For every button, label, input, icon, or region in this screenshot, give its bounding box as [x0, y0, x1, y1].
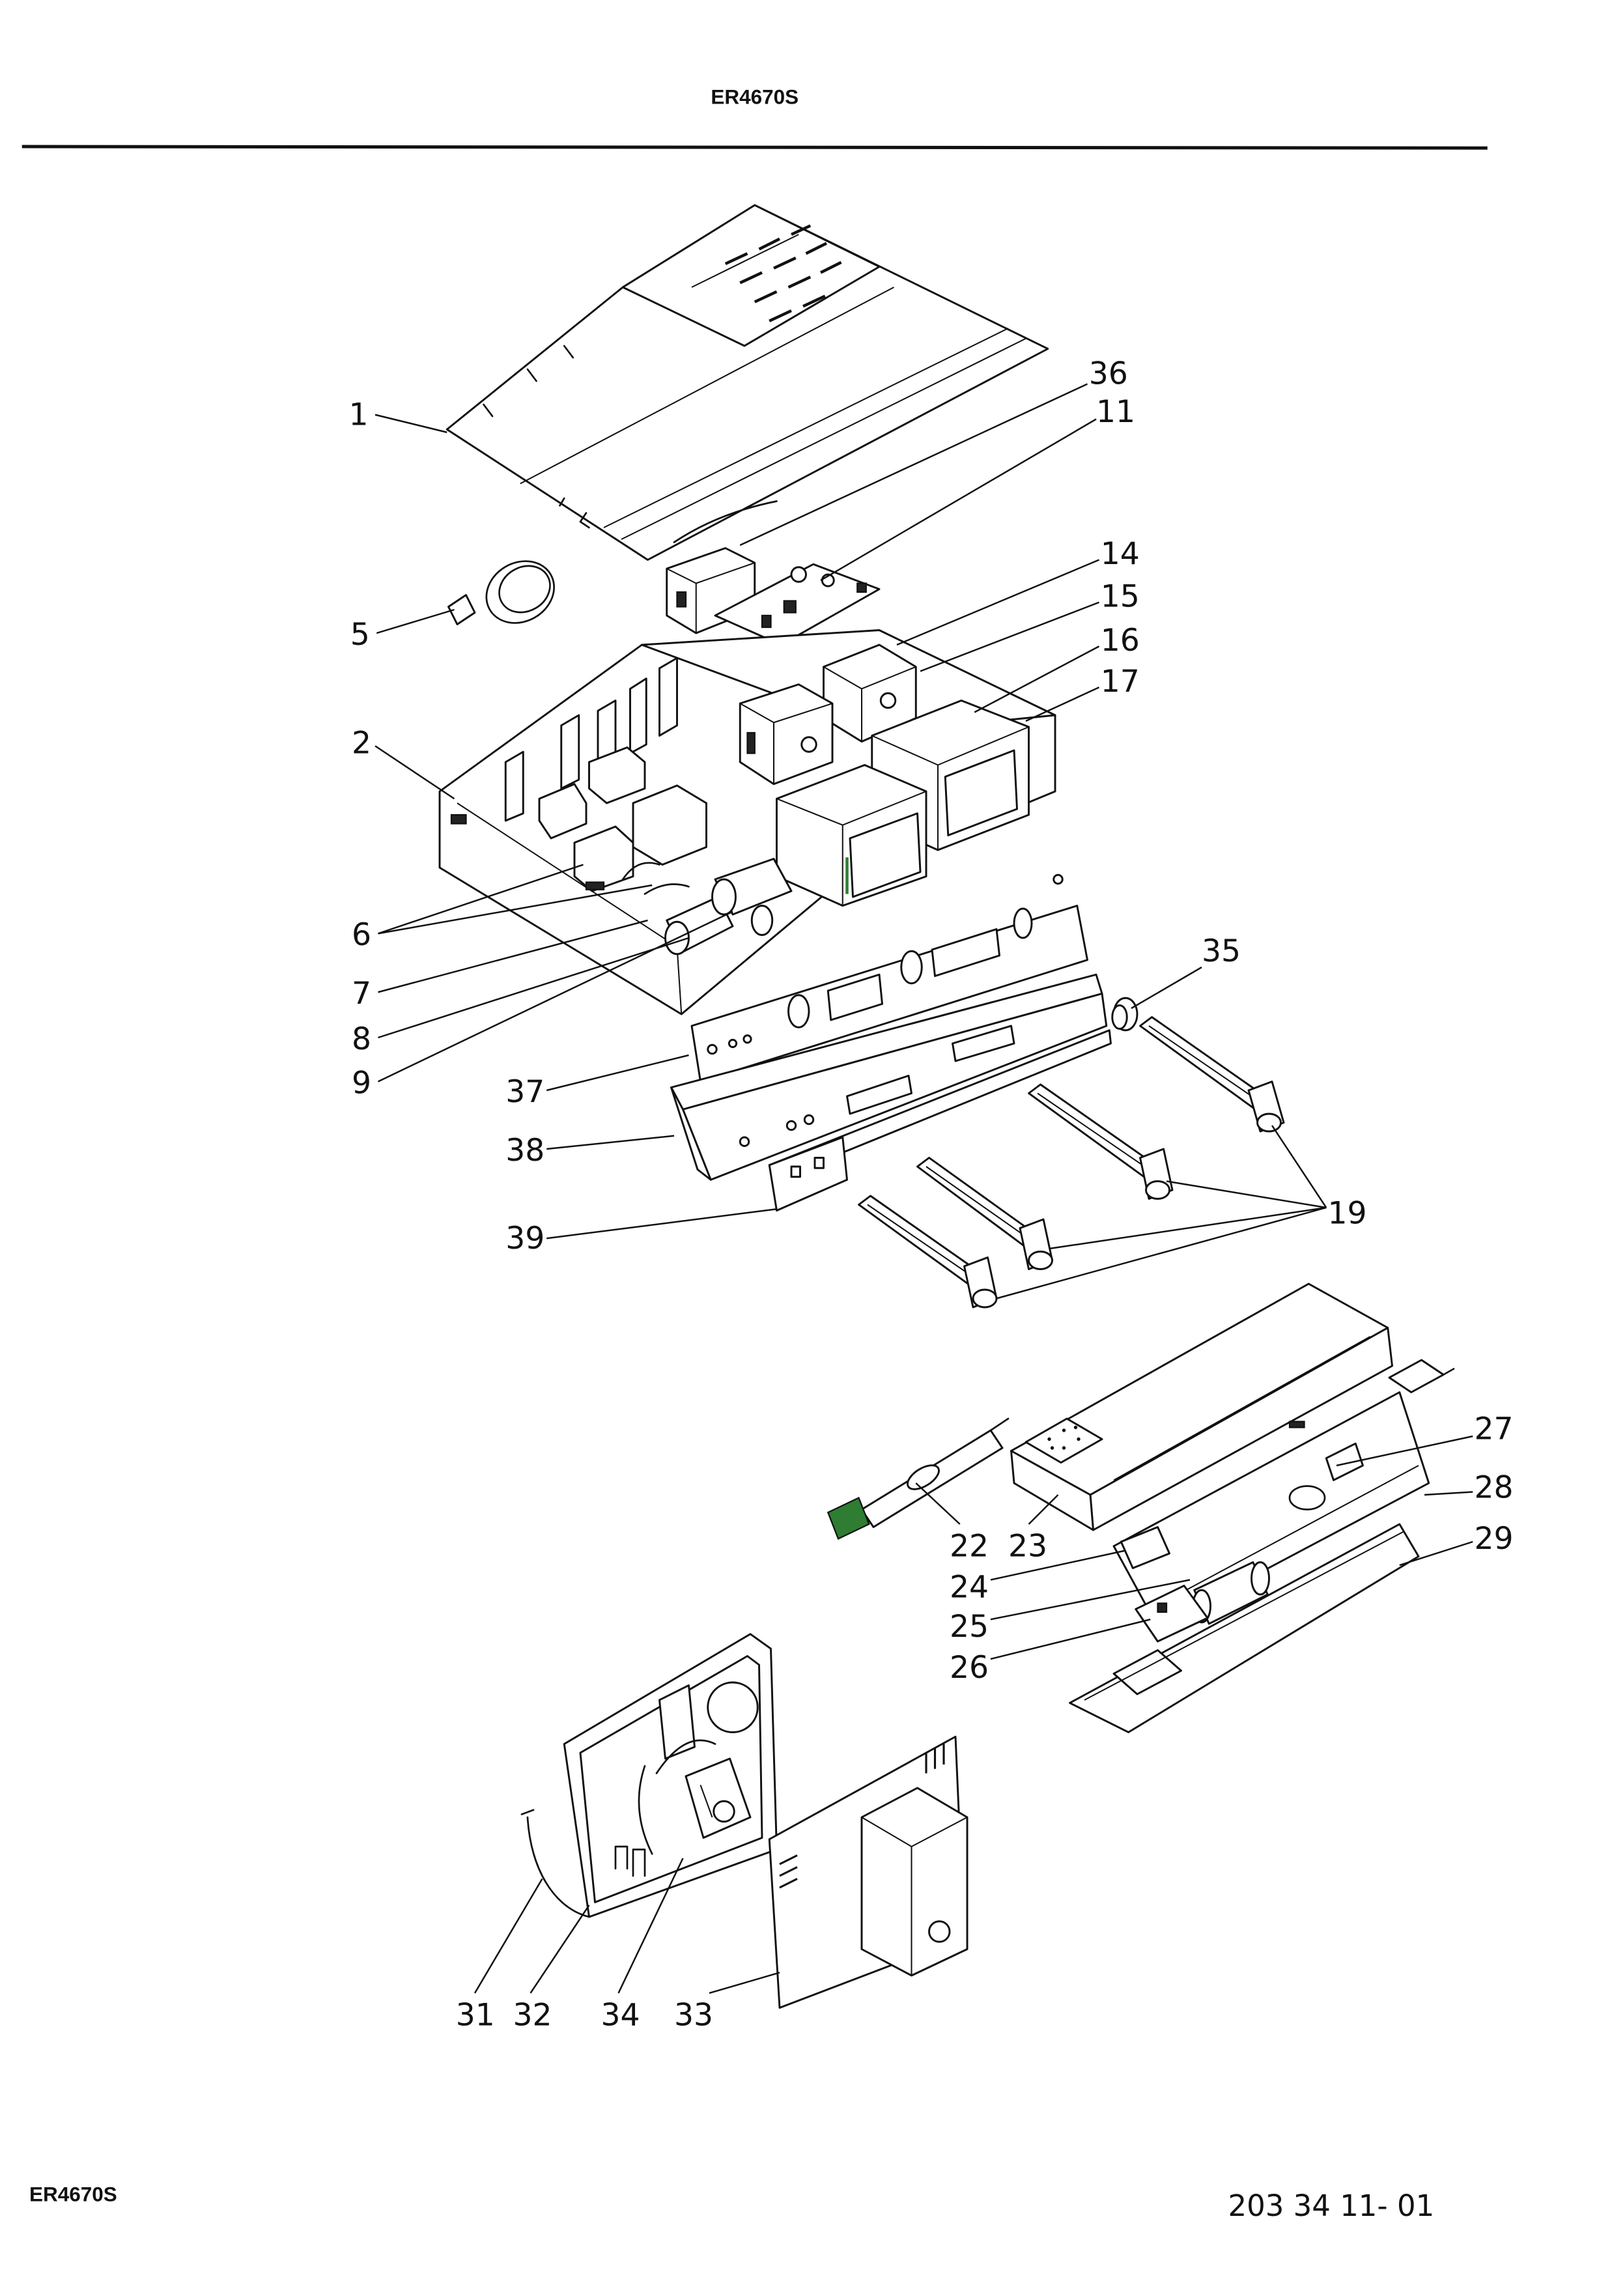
part-33-cover: [768, 1735, 969, 2009]
leader-39: [546, 1208, 777, 1240]
leader-8: [378, 937, 689, 1039]
part-37-front-panel: [690, 873, 1088, 1083]
leader-34: [617, 1858, 684, 1994]
footer-drawing-number: 203 34 11- 01: [1228, 2189, 1434, 2223]
callout-38: 38: [505, 1133, 544, 1169]
leader-28: [1424, 1491, 1473, 1496]
callout-14: 14: [1101, 536, 1140, 572]
callout-31: 31: [456, 1997, 495, 2033]
callout-22: 22: [950, 1528, 989, 1564]
part-34-terminal-block: [685, 1757, 752, 1839]
callout-39: 39: [505, 1221, 544, 1256]
callout-2: 2: [352, 725, 371, 761]
callout-1: 1: [349, 397, 369, 432]
knob-shaft-2: [1028, 1083, 1174, 1200]
part-14-switch: [739, 683, 834, 786]
part-32-back-housing: [563, 1633, 778, 1918]
part-31-power-cable: [520, 1809, 590, 1918]
callout-32: 32: [513, 1997, 552, 2033]
part-29-base-tray: [1069, 1523, 1420, 1733]
leader-19b: [1166, 1180, 1327, 1209]
callout-33: 33: [674, 1997, 713, 2033]
leader-19d: [996, 1206, 1327, 1299]
leader-6a: [378, 864, 584, 935]
leader-2: [375, 745, 455, 800]
leader-16: [974, 645, 1100, 713]
part-38-profile-bar: [670, 973, 1108, 1181]
leader-25: [990, 1579, 1191, 1621]
part-6-relays: [538, 746, 707, 892]
callout-7: 7: [352, 976, 371, 1012]
leader-31: [474, 1878, 543, 1994]
callout-15: 15: [1101, 578, 1140, 614]
part-24-connector: [1120, 1526, 1170, 1569]
part-17-switch-module: [776, 764, 927, 907]
part-23-lamp-housing: [1010, 1283, 1393, 1531]
leader-24: [990, 1550, 1126, 1581]
callout-26: 26: [950, 1650, 989, 1686]
cover-vent-slots: [724, 224, 842, 322]
leader-19c: [1049, 1206, 1327, 1250]
leader-5: [376, 608, 455, 634]
callout-6: 6: [352, 917, 371, 953]
leader-14: [896, 559, 1099, 646]
callout-labels: 1 36 11 5 14 15 16 17 2 6 7 8 9 35 37 38…: [349, 356, 1514, 2033]
callout-34: 34: [601, 1997, 640, 2033]
callout-29: 29: [1474, 1521, 1513, 1557]
leader-19a: [1271, 1125, 1327, 1208]
leader-22: [915, 1482, 961, 1525]
part-1-top-cover: [445, 204, 1049, 561]
part-27-wire-clip: [1288, 1442, 1364, 1510]
leader-17: [1025, 687, 1100, 722]
callout-9: 9: [352, 1065, 371, 1101]
leader-29: [1399, 1540, 1473, 1566]
part-39-trim-strip: [768, 1029, 1112, 1212]
callout-24: 24: [950, 1569, 989, 1605]
leader-37: [546, 1054, 689, 1092]
leader-38: [546, 1135, 675, 1150]
callout-35: 35: [1202, 933, 1241, 969]
leader-11: [820, 418, 1097, 582]
green-plug: [827, 1496, 870, 1540]
leader-7: [378, 919, 648, 993]
knob-shaft-4: [858, 1195, 998, 1309]
leader-lines: [375, 383, 1473, 1994]
knob-shaft-3: [916, 1157, 1053, 1270]
leader-36: [739, 383, 1088, 546]
part-35-knob-cap: [1111, 997, 1138, 1032]
part-22-lamp-cable: [827, 1417, 1010, 1540]
leader-27: [1336, 1435, 1473, 1467]
leader-32: [530, 1905, 590, 1994]
leader-9: [377, 911, 733, 1083]
leader-26: [990, 1619, 1151, 1660]
leader-1: [375, 414, 447, 433]
leader-23: [1028, 1494, 1059, 1525]
callout-8: 8: [352, 1021, 371, 1057]
header-rule: [21, 145, 1488, 150]
callout-5: 5: [350, 617, 370, 653]
part-11-circuit-board: [714, 563, 881, 646]
callout-27: 27: [1474, 1411, 1513, 1447]
leader-35: [1131, 966, 1202, 1010]
part-25-lamp-tube: [1192, 1561, 1270, 1625]
callout-36: 36: [1089, 356, 1128, 391]
callout-25: 25: [950, 1609, 989, 1645]
lamp-unit-connector: [1388, 1359, 1455, 1393]
callout-16: 16: [1101, 623, 1140, 659]
callout-11: 11: [1096, 394, 1135, 430]
callout-28: 28: [1474, 1469, 1513, 1505]
callout-19: 19: [1327, 1196, 1366, 1232]
callout-37: 37: [505, 1074, 544, 1110]
callout-23: 23: [1008, 1528, 1047, 1564]
header-model-title: ER4670S: [711, 85, 799, 109]
knob-shaft-1: [1139, 1016, 1285, 1133]
footer-model: ER4670S: [29, 2182, 117, 2205]
leader-6b: [378, 884, 653, 935]
leader-33: [709, 1972, 780, 1994]
part-5-coiled-cable: [447, 560, 555, 625]
callout-17: 17: [1101, 664, 1140, 700]
leader-15: [920, 601, 1099, 672]
part-26-lamp-socket: [1135, 1585, 1209, 1643]
